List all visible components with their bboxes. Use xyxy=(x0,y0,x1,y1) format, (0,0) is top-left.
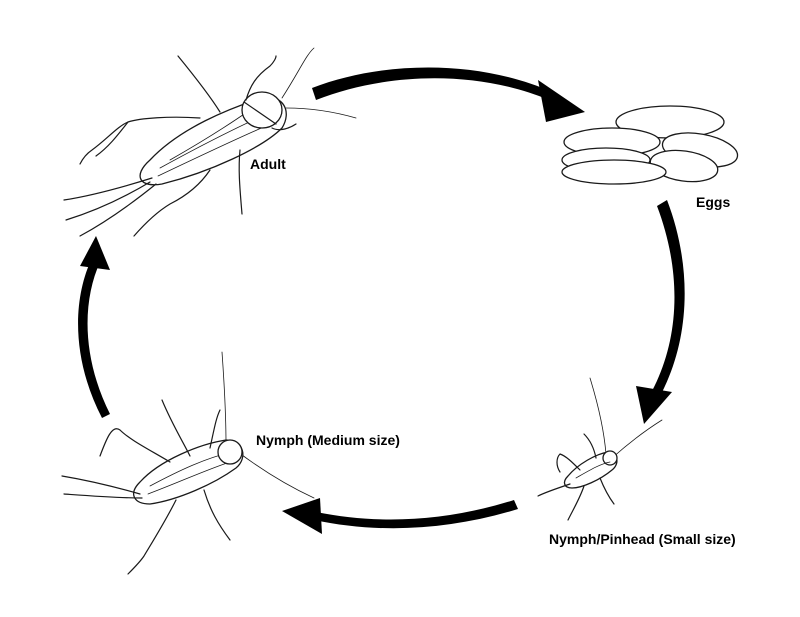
adult-cricket-illustration xyxy=(63,47,357,237)
arrow-eggs-to-nymph-small xyxy=(636,200,685,424)
label-eggs: Eggs xyxy=(696,194,731,210)
label-nymph-small: Nymph/Pinhead (Small size) xyxy=(549,531,736,547)
eggs-illustration xyxy=(561,105,739,185)
arrow-nymph-small-to-nymph-medium xyxy=(282,498,518,534)
label-adult: Adult xyxy=(250,156,286,172)
arrow-nymph-medium-to-adult xyxy=(78,236,110,418)
label-nymph-medium: Nymph (Medium size) xyxy=(256,432,400,448)
nymph-small-illustration xyxy=(537,377,663,521)
nymph-medium-illustration xyxy=(61,351,315,575)
arrow-adult-to-eggs xyxy=(312,67,585,122)
